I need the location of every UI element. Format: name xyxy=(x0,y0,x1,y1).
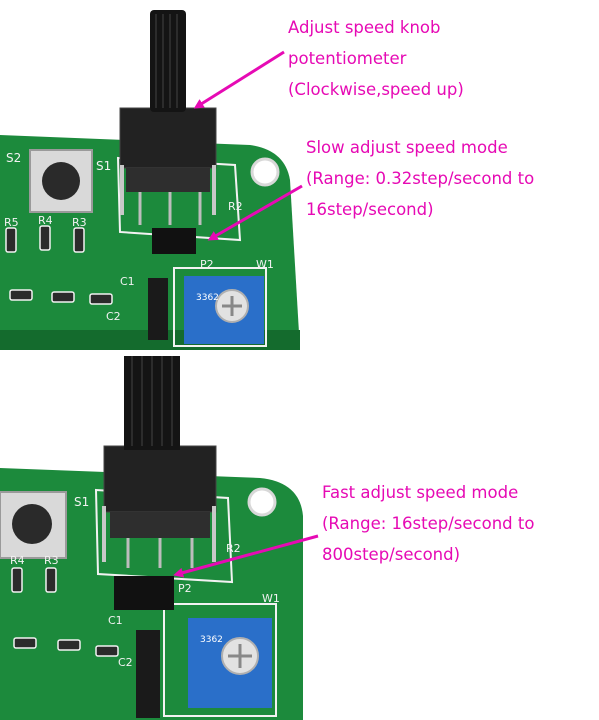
silk-label-c2: C2 xyxy=(106,310,121,323)
silkscreen-outline-trimmer xyxy=(163,603,277,717)
smd-part xyxy=(51,291,75,303)
callout-fast-mode: Fast adjust speed mode (Range: 16step/se… xyxy=(322,477,534,570)
callout-slow-line-3: 16step/second) xyxy=(306,200,434,219)
silk-label-r2: R2 xyxy=(226,542,241,555)
trimmer-code: 3362 xyxy=(196,293,219,303)
potentiometer-body xyxy=(119,107,217,169)
smd-part xyxy=(95,645,119,657)
callout-fast-line-2: (Range: 16step/second to xyxy=(322,514,535,533)
tactile-switch-button xyxy=(12,504,52,544)
smd-part xyxy=(89,293,113,305)
silk-label-c2: C2 xyxy=(118,656,133,669)
silkscreen-outline-trimmer xyxy=(173,267,267,347)
silk-label-w1: W1 xyxy=(256,258,274,271)
callout-slow-line-2: (Range: 0.32step/second to xyxy=(306,169,535,188)
silk-label-w1: W1 xyxy=(262,592,280,605)
silk-label-c1: C1 xyxy=(120,275,135,288)
callout-fast-line-1: Fast adjust speed mode xyxy=(322,483,519,502)
jumper-slow-position xyxy=(152,228,196,254)
silk-label-s1: S1 xyxy=(74,495,89,509)
resistor-r4 xyxy=(11,567,23,593)
resistor-r3 xyxy=(45,567,57,593)
callout-knob-line-2: potentiometer xyxy=(288,49,407,68)
mounting-hole xyxy=(247,487,277,517)
board-illustration-bottom: S1 R4 R3 R2 P2 W1 C1 C2 3362 xyxy=(0,356,303,720)
mounting-hole xyxy=(250,157,280,187)
silk-label-r4: R4 xyxy=(38,214,53,227)
silk-label-p2: P2 xyxy=(178,582,192,595)
silk-label-p2: P2 xyxy=(200,258,214,271)
callout-slow-line-1: Slow adjust speed mode xyxy=(306,138,508,157)
potentiometer-base xyxy=(110,512,210,538)
trimmer-slot xyxy=(228,644,252,668)
pin-header xyxy=(148,278,168,340)
potentiometer-body xyxy=(103,445,217,513)
smd-part xyxy=(57,639,81,651)
smd-part xyxy=(9,289,33,301)
callout-knob-line-3: (Clockwise,speed up) xyxy=(288,80,464,99)
smd-part xyxy=(13,637,37,649)
knob-knurling xyxy=(155,14,178,108)
silk-label-s2: S2 xyxy=(6,151,21,165)
pin-header xyxy=(136,630,160,718)
silk-label-c1: C1 xyxy=(108,614,123,627)
callout-fast-line-3: 800step/second) xyxy=(322,545,461,564)
silk-label-r3: R3 xyxy=(72,216,87,229)
silk-label-s1: S1 xyxy=(96,159,111,173)
silk-label-r3: R3 xyxy=(44,554,59,567)
jumper-fast-position xyxy=(114,576,174,610)
callout-slow-mode: Slow adjust speed mode (Range: 0.32step/… xyxy=(306,132,534,225)
resistor-r4 xyxy=(39,225,51,251)
silk-label-r2: R2 xyxy=(228,200,243,213)
tactile-switch-button xyxy=(42,162,80,200)
knob-knurling xyxy=(131,356,173,446)
trimmer-code: 3362 xyxy=(200,635,223,645)
silk-label-r4: R4 xyxy=(10,554,25,567)
trimmer-slot xyxy=(222,296,242,316)
callout-knob: Adjust speed knob potentiometer (Clockwi… xyxy=(288,12,464,105)
silk-label-r5: R5 xyxy=(4,216,19,229)
resistor-r3 xyxy=(73,227,85,253)
photo-fast-mode-board: S1 R4 R3 R2 P2 W1 C1 C2 3362 xyxy=(0,356,599,720)
potentiometer-legs xyxy=(138,192,202,225)
resistor-r5 xyxy=(5,227,17,253)
callout-knob-line-1: Adjust speed knob xyxy=(288,18,441,37)
potentiometer-base xyxy=(126,168,210,192)
